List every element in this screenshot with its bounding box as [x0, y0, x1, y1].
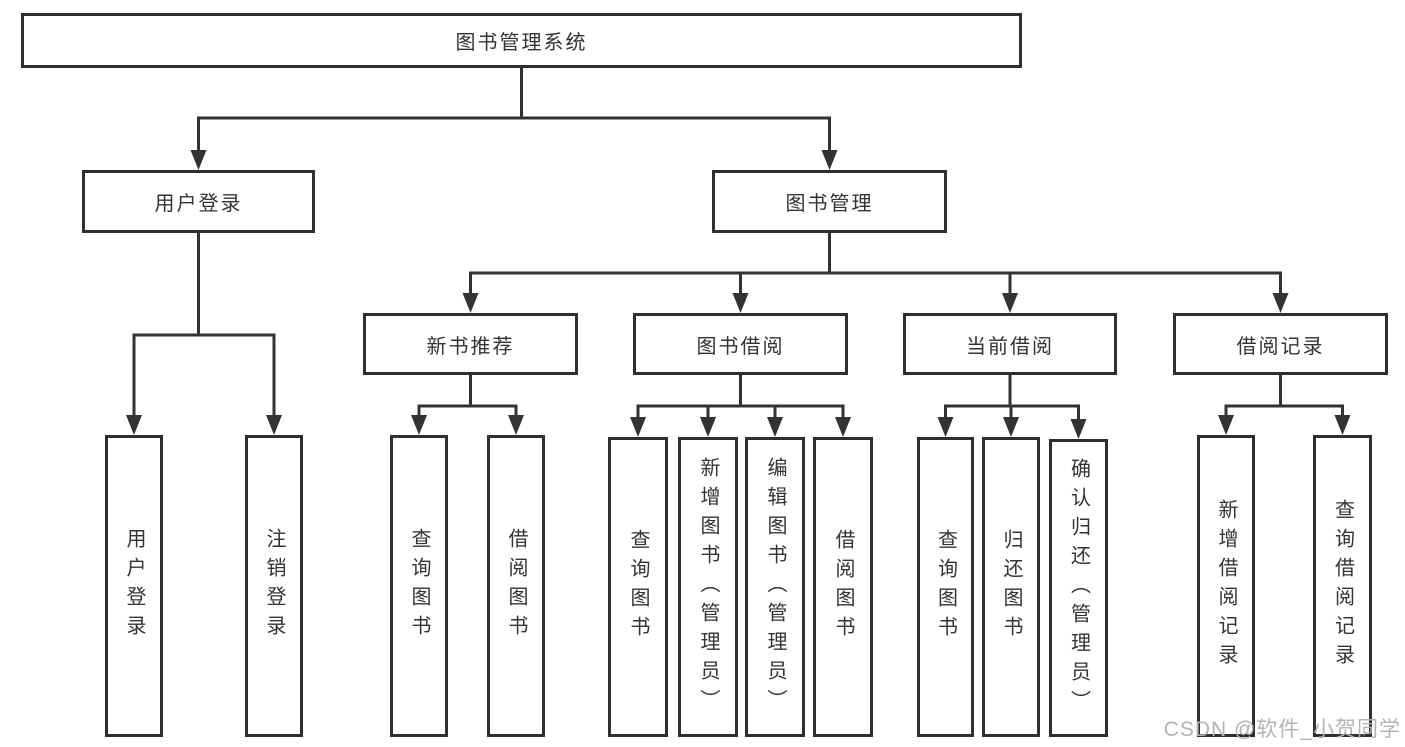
diagram-node-leaf-add-record: 新增借阅记录: [1197, 435, 1255, 737]
arrowhead-icon: [411, 415, 427, 435]
node-label: 查询借阅记录: [1331, 499, 1354, 673]
arrowhead-icon: [630, 417, 646, 437]
arrowhead-icon: [732, 293, 749, 313]
node-label: 借阅图书: [832, 529, 854, 645]
arrowhead-icon: [835, 417, 851, 437]
node-label: 当前借阅: [966, 335, 1054, 358]
diagram-node-root: 图书管理系统: [21, 13, 1022, 68]
diagram-node-leaf-query-record: 查询借阅记录: [1313, 435, 1372, 737]
node-label: 新书推荐: [426, 335, 515, 358]
diagram-node-leaf-query-book-3: 查询图书: [917, 437, 974, 737]
diagram-node-leaf-borrow-book-1: 借阅图书: [487, 435, 545, 737]
node-label: 新增图书（管理员）: [697, 456, 719, 718]
node-label: 借阅图书: [505, 528, 527, 644]
node-label: 图书借阅: [696, 335, 785, 358]
arrowhead-icon: [190, 150, 207, 170]
node-label: 确认归还（管理员）: [1067, 457, 1090, 719]
node-label: 编辑图书（管理员）: [764, 456, 786, 718]
node-label: 图书管理: [785, 193, 874, 215]
arrowhead-icon: [266, 415, 282, 435]
arrowhead-icon: [821, 150, 838, 170]
arrowhead-icon: [767, 417, 783, 437]
node-label: 新增借阅记录: [1215, 499, 1237, 673]
diagram-node-leaf-query-book-1: 查询图书: [390, 435, 448, 737]
diagram-node-leaf-query-book-2: 查询图书: [608, 437, 668, 737]
arrowhead-icon: [1003, 417, 1019, 437]
diagram-node-leaf-edit-book: 编辑图书（管理员）: [745, 437, 805, 737]
diagram-node-borrow-records: 借阅记录: [1173, 313, 1388, 375]
arrowhead-icon: [1334, 415, 1351, 435]
diagram-node-book-mgmt: 图书管理: [712, 170, 947, 233]
arrowhead-icon: [700, 417, 716, 437]
node-label: 查询图书: [934, 529, 957, 645]
diagram-node-leaf-confirm-return: 确认归还（管理员）: [1049, 439, 1108, 737]
node-label: 查询图书: [627, 529, 649, 645]
diagram-node-user-login: 用户登录: [82, 170, 315, 233]
arrowhead-icon: [1002, 293, 1018, 313]
node-label: 归还图书: [1000, 529, 1022, 645]
diagram-node-leaf-borrow-book-2: 借阅图书: [813, 437, 873, 737]
node-label: 图书管理系统: [455, 32, 588, 54]
node-label: 用户登录: [123, 528, 145, 644]
arrowhead-icon: [1070, 419, 1087, 439]
diagram-node-current-borrow: 当前借阅: [903, 313, 1117, 375]
diagram-node-leaf-logout: 注销登录: [245, 435, 303, 737]
diagram-node-leaf-return-book: 归还图书: [982, 437, 1040, 737]
arrowhead-icon: [937, 417, 954, 437]
diagram-node-book-borrow: 图书借阅: [633, 313, 848, 375]
arrowhead-icon: [462, 293, 479, 313]
arrowhead-icon: [1218, 415, 1234, 435]
diagram-node-new-book-rec: 新书推荐: [363, 313, 578, 375]
arrowhead-icon: [1272, 293, 1289, 313]
diagram-node-leaf-user-login: 用户登录: [105, 435, 163, 737]
node-label: 用户登录: [154, 193, 243, 215]
watermark: CSDN @软件_小贺同学: [1163, 718, 1401, 741]
node-label: 借阅记录: [1236, 335, 1325, 358]
arrowhead-icon: [126, 415, 142, 435]
diagram-node-leaf-add-book: 新增图书（管理员）: [678, 437, 738, 737]
node-label: 注销登录: [263, 528, 285, 644]
node-label: 查询图书: [408, 528, 430, 644]
arrowhead-icon: [508, 415, 524, 435]
